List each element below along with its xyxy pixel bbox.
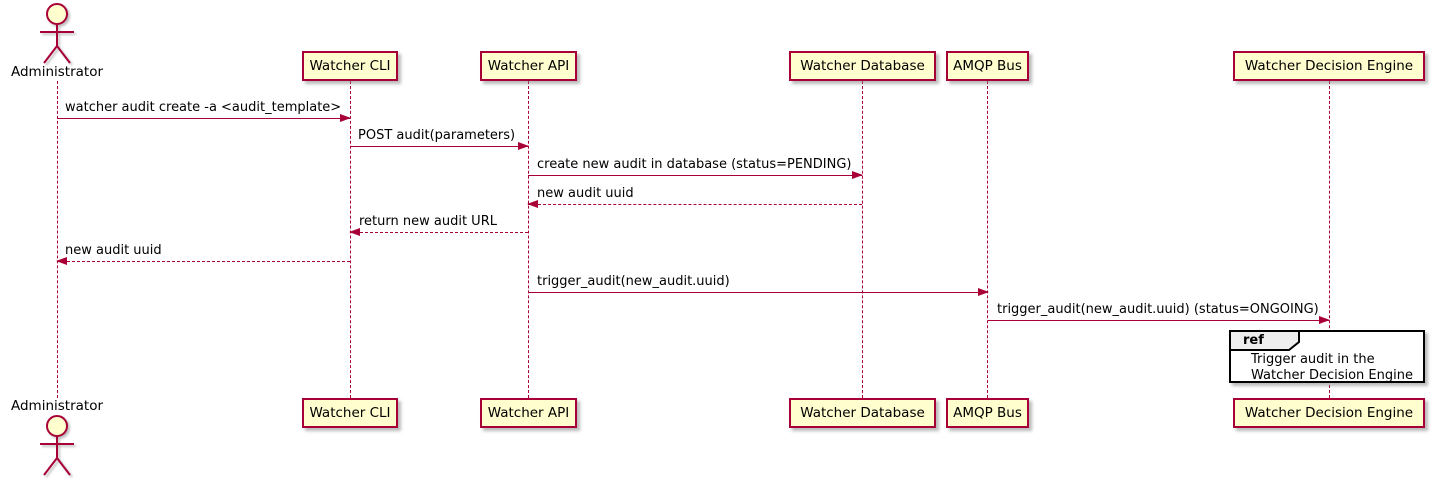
participant-watcher-cli-bottom: Watcher CLI: [302, 398, 398, 428]
actor-label-top: Administrator: [10, 64, 104, 80]
ref-fragment: ref Trigger audit in the Watcher Decisio…: [1229, 330, 1425, 383]
actor-label-bottom: Administrator: [10, 398, 104, 414]
arrow-right-icon: [518, 142, 529, 151]
ref-keyword: ref: [1243, 333, 1264, 348]
actor-icon: [40, 3, 74, 64]
participant-watcher-database-top: Watcher Database: [789, 51, 936, 81]
message-label: return new audit URL: [359, 214, 497, 229]
lifeline-watcher-cli: [349, 81, 351, 398]
lifeline-watcher-decision-engine: [1328, 81, 1330, 398]
message-line: [528, 204, 862, 205]
arrow-left-icon: [527, 200, 538, 208]
message-line: [57, 118, 350, 119]
message-label: create new audit in database (status=PEN…: [537, 157, 852, 172]
ref-line-2: Watcher Decision Engine: [1251, 368, 1413, 383]
message-label: trigger_audit(new_audit.uuid) (status=ON…: [997, 302, 1319, 317]
message-label: watcher audit create -a <audit_template>: [65, 100, 342, 115]
message-line: [988, 320, 1329, 321]
ref-tab-icon: [1229, 330, 1300, 351]
arrow-left-icon: [56, 257, 67, 265]
participant-amqp-bus-bottom: AMQP Bus: [946, 398, 1029, 428]
participant-watcher-api-top: Watcher API: [480, 51, 577, 81]
participant-watcher-api-bottom: Watcher API: [480, 398, 577, 428]
participant-watcher-database-bottom: Watcher Database: [789, 398, 936, 428]
lifeline-watcher-api: [528, 81, 529, 398]
message-line: [528, 175, 862, 176]
message-label: trigger_audit(new_audit.uuid): [537, 274, 730, 289]
arrow-right-icon: [1319, 316, 1330, 325]
arrow-right-icon: [852, 171, 863, 180]
message-line: [528, 292, 988, 293]
message-label: POST audit(parameters): [358, 128, 516, 143]
message-line: [57, 261, 350, 262]
lifeline-administrator: [56, 81, 58, 398]
message-label: new audit uuid: [65, 243, 162, 258]
participant-watcher-cli-top: Watcher CLI: [302, 51, 398, 81]
arrow-right-icon: [340, 114, 351, 123]
lifeline-watcher-database: [862, 81, 863, 398]
participant-watcher-decision-engine-top: Watcher Decision Engine: [1233, 51, 1425, 81]
message-label: new audit uuid: [537, 186, 634, 201]
message-line: [350, 146, 528, 147]
participant-amqp-bus-top: AMQP Bus: [946, 51, 1029, 81]
arrow-right-icon: [978, 288, 989, 297]
lifeline-amqp-bus: [987, 81, 988, 398]
participant-watcher-decision-engine-bottom: Watcher Decision Engine: [1233, 398, 1425, 428]
message-line: [350, 232, 528, 233]
arrow-left-icon: [349, 228, 360, 236]
ref-line-1: Trigger audit in the: [1251, 352, 1375, 367]
actor-icon: [40, 415, 74, 476]
